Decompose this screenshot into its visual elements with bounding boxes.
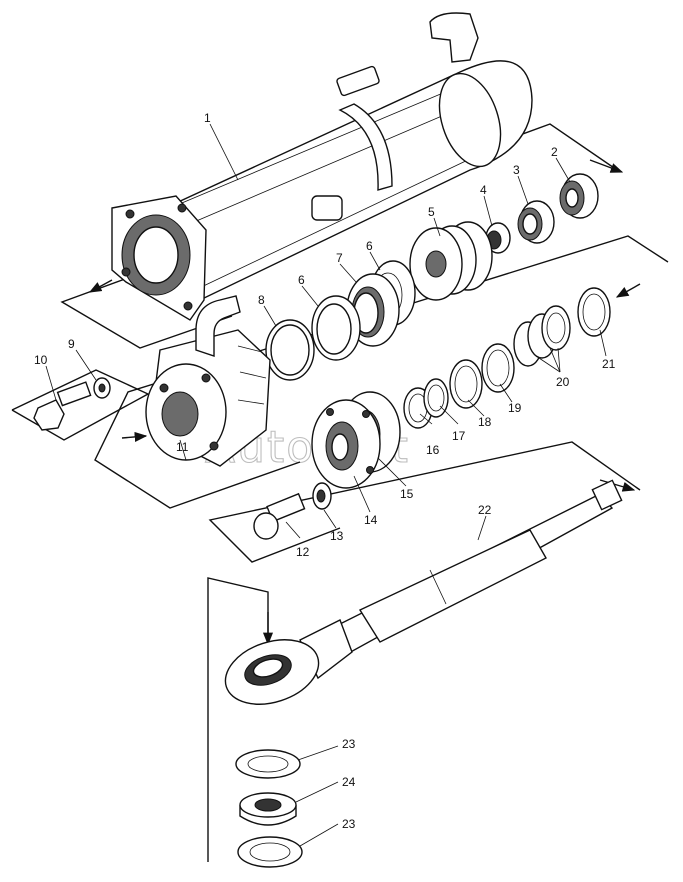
callout-17: 17 bbox=[452, 429, 466, 443]
cylinder-body-part-1 bbox=[111, 12, 533, 321]
callout-6-upper: 6 bbox=[366, 239, 373, 253]
rear-cover-part-11 bbox=[145, 295, 271, 467]
callout-20: 20 bbox=[556, 375, 570, 389]
callout-2: 2 bbox=[551, 145, 558, 159]
bushing-part-3 bbox=[517, 200, 555, 244]
callout-8: 8 bbox=[258, 293, 265, 307]
bolt-part-10 bbox=[33, 381, 92, 431]
axis-guide-middle bbox=[94, 235, 669, 509]
callout-14: 14 bbox=[364, 513, 378, 527]
washer-part-9 bbox=[93, 377, 111, 399]
callout-1: 1 bbox=[204, 111, 211, 125]
callout-4: 4 bbox=[480, 183, 487, 197]
callout-23-bottom: 23 bbox=[342, 817, 356, 831]
nut-part-24 bbox=[239, 792, 297, 826]
callout-3: 3 bbox=[513, 163, 520, 177]
ring-part-19 bbox=[481, 343, 515, 393]
seal-part-6-left bbox=[311, 295, 361, 361]
callout-5: 5 bbox=[428, 205, 435, 219]
callout-15: 15 bbox=[400, 487, 414, 501]
rings-part-20 bbox=[513, 305, 571, 367]
bolt-part-12 bbox=[253, 492, 306, 540]
callout-9: 9 bbox=[68, 337, 75, 351]
washer-part-23-top bbox=[235, 749, 301, 779]
piston-rod-part-22 bbox=[224, 479, 623, 705]
oring-part-8 bbox=[265, 319, 315, 381]
callout-23-top: 23 bbox=[342, 737, 356, 751]
nut-part-2 bbox=[559, 173, 599, 219]
washer-part-13 bbox=[312, 482, 332, 510]
ring-part-17 bbox=[423, 378, 449, 418]
ring-part-18 bbox=[449, 359, 483, 409]
axis-guide-top bbox=[60, 123, 624, 349]
callout-22: 22 bbox=[478, 503, 492, 517]
callout-19: 19 bbox=[508, 401, 522, 415]
callout-18: 18 bbox=[478, 415, 492, 429]
callout-12: 12 bbox=[296, 545, 310, 559]
callout-7: 7 bbox=[336, 251, 343, 265]
callout-13: 13 bbox=[330, 529, 344, 543]
flange-part-14 bbox=[311, 399, 381, 489]
callout-16: 16 bbox=[426, 443, 440, 457]
callout-6-lower: 6 bbox=[298, 273, 305, 287]
callout-10: 10 bbox=[34, 353, 48, 367]
axis-guide-eye bbox=[207, 577, 274, 862]
callout-21: 21 bbox=[602, 357, 616, 371]
ring-part-21 bbox=[577, 287, 611, 337]
callout-11: 11 bbox=[176, 440, 189, 454]
axis-guide-lower bbox=[208, 441, 641, 563]
leader-lines bbox=[45, 123, 607, 847]
axis-guide-bolt-10 bbox=[11, 369, 150, 441]
callout-24: 24 bbox=[342, 775, 356, 789]
callout-labels: 1 2 3 4 5 6 7 6 8 9 10 11 12 13 14 15 16… bbox=[34, 111, 616, 831]
washer-part-23-bottom bbox=[237, 836, 303, 868]
piston-part-5 bbox=[409, 221, 493, 301]
